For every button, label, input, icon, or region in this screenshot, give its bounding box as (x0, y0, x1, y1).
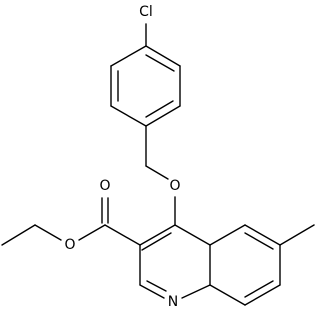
bond-aryl-3-inner (145, 100, 174, 118)
bond-c7-c8 (244, 284, 281, 306)
bond-c2-n-inner (146, 280, 167, 292)
bond-c5-c6-inner (244, 232, 274, 250)
bond-c7-c8-inner (244, 280, 274, 298)
bond-oalk-ch2 (34, 224, 62, 241)
bond-c6-methyl (279, 224, 315, 246)
bond-c4-c3 (139, 224, 176, 246)
atom-label-ether-oxygen: O (169, 178, 180, 194)
bond-c2-n (139, 284, 165, 299)
bond-carbonyl-oalk (78, 224, 106, 241)
bond-n-c8a (181, 284, 211, 299)
bond-c4a-c4 (174, 224, 211, 246)
bond-aryl-1 (145, 45, 181, 67)
bond-c4-c3-inner (141, 232, 172, 251)
bond-aryl-3 (145, 105, 181, 127)
bond-c5-c6 (244, 224, 281, 246)
bond-c4a-c5 (209, 224, 246, 246)
bond-layer (1, 23, 315, 306)
bond-aryl-4 (110, 105, 147, 127)
bond-aryl-1-inner (145, 54, 175, 72)
bond-c8-c8a (209, 284, 246, 306)
atom-label-alkoxy-oxygen: O (64, 237, 75, 253)
bond-aryl-6 (110, 45, 147, 67)
atom-label-chlorine: Cl (139, 4, 153, 20)
bond-c3-carbonyl (104, 224, 141, 246)
atom-label-carbonyl-oxygen: O (99, 178, 110, 194)
bond-ch2-ch3 (1, 224, 36, 246)
atom-label-layer: Cl O O O N (64, 4, 180, 310)
bond-ch2-o (145, 165, 169, 180)
atom-label-ring-nitrogen: N (168, 294, 178, 310)
